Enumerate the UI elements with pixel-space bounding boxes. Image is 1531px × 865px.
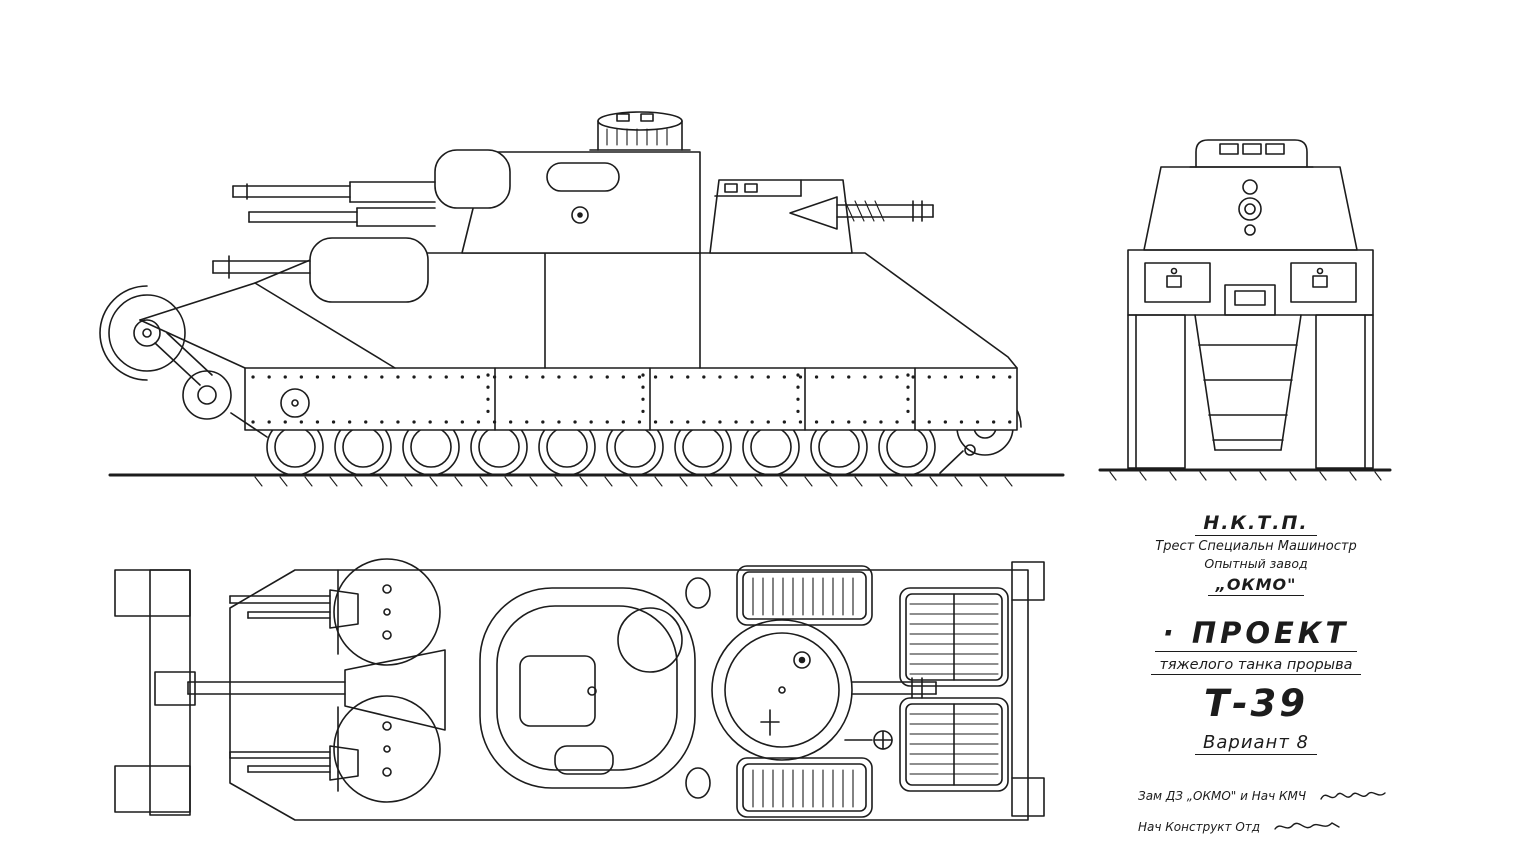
signature-row: Нач Конструкт Отд bbox=[1138, 817, 1342, 837]
hull-port bbox=[280, 388, 310, 418]
signature-mark bbox=[1320, 791, 1386, 800]
engine-grille-left-bottom bbox=[736, 757, 873, 818]
variant-label: Вариант 8 bbox=[1080, 732, 1432, 755]
front-idler bbox=[99, 285, 268, 438]
sub-turret-upper bbox=[229, 558, 441, 666]
suspension-frame bbox=[1194, 314, 1302, 451]
rear-turret-plan bbox=[711, 619, 937, 761]
rear-turret bbox=[709, 179, 934, 254]
side-view-drawing bbox=[99, 111, 1065, 487]
turret-hatch bbox=[519, 655, 596, 727]
rear-gun-plan bbox=[851, 677, 937, 699]
org-plant: Опытный завод bbox=[1204, 556, 1308, 571]
signature-role: Нач Конструкт Отд bbox=[1138, 820, 1261, 834]
periscope-fitting bbox=[844, 730, 893, 750]
rear-corner-fitting bbox=[1011, 561, 1045, 601]
radiator-grille-right-top bbox=[899, 587, 1009, 687]
deck-hatches bbox=[685, 577, 711, 799]
hull-gun bbox=[212, 237, 429, 303]
main-turret bbox=[1143, 166, 1358, 251]
project-title: · ПРОЕКТ bbox=[1080, 616, 1432, 652]
signature-role: Зам ДЗ „ОКМО" и Нач КМЧ bbox=[1138, 789, 1307, 803]
upper-gun-barrels bbox=[229, 589, 359, 629]
hull-skirt bbox=[244, 367, 1018, 431]
right-track bbox=[1315, 314, 1374, 469]
main-gun-barrels bbox=[232, 149, 511, 227]
org-name: Н.К.Т.П. bbox=[1080, 512, 1432, 536]
front-beam bbox=[114, 569, 196, 816]
hull-outline bbox=[139, 252, 1018, 369]
engine-grille-left-top bbox=[736, 565, 873, 626]
org-okmo: „ОКМО" bbox=[1080, 575, 1432, 596]
org-trust: Трест Специальн Машиностр bbox=[1155, 539, 1357, 554]
title-block: Н.К.Т.П. Трест Специальн Машиностр Опытн… bbox=[1080, 500, 1432, 860]
rear-gun bbox=[789, 196, 934, 230]
hull-gun-plan bbox=[187, 649, 446, 731]
lower-gun-barrels bbox=[229, 745, 359, 781]
commander-cupola bbox=[1189, 139, 1314, 168]
top-view-drawing bbox=[114, 558, 1045, 821]
gun-mantlet bbox=[434, 149, 511, 209]
commander-cupola bbox=[589, 111, 691, 151]
ground-line bbox=[108, 473, 1065, 487]
signature-row: Зам ДЗ „ОКМО" и Нач КМЧ bbox=[1138, 786, 1388, 806]
signature-mark bbox=[1274, 822, 1340, 830]
sub-turret-lower bbox=[229, 695, 441, 803]
round-hatch bbox=[617, 607, 683, 673]
project-subject: тяжелого танка прорыва bbox=[1080, 657, 1432, 675]
left-track bbox=[1127, 314, 1186, 469]
track-tension-port bbox=[964, 444, 976, 456]
rear-corner-fitting bbox=[1011, 777, 1045, 817]
radiator-grille-right-bottom bbox=[899, 697, 1009, 792]
front-view-drawing bbox=[1098, 139, 1392, 481]
ground-line bbox=[1098, 468, 1392, 481]
hull-front bbox=[1127, 249, 1374, 316]
tank-designation: Т-39 bbox=[1203, 682, 1309, 725]
hull-outline bbox=[229, 561, 1045, 821]
main-turret bbox=[461, 111, 701, 254]
main-turret-plan bbox=[479, 587, 696, 789]
